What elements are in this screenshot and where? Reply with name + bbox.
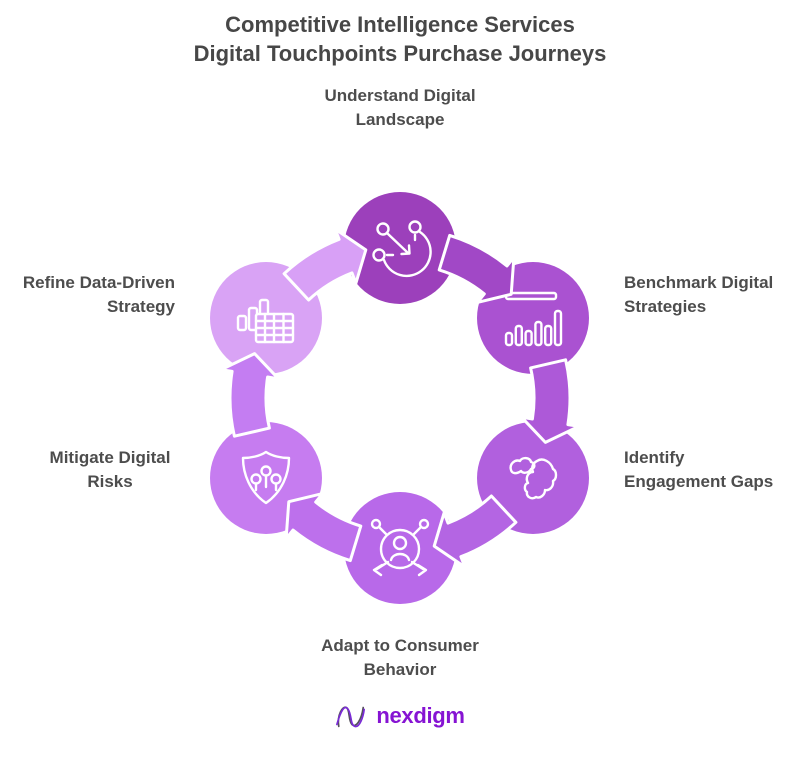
route-path-icon [372,220,432,278]
node-circle-identify [477,422,589,534]
arrow-adapt-to-mitigate [284,492,363,563]
label-mitigate-digital-risks: Mitigate Digital Risks [49,448,171,492]
arrow-refine-to-understand [282,227,368,302]
nexdigm-logo-icon [336,706,366,728]
title-line-2: Digital Touchpoints Purchase Journeys [193,41,607,67]
label-identify-engagement-gaps: Identify Engagement Gaps [624,448,774,492]
brand-footer: nexdigm [0,694,800,738]
arrow-mitigate-to-refine [219,352,280,438]
page-title: Competitive Intelligence Services Digita… [0,10,800,68]
consumer-network-icon [370,518,430,577]
label-refine-data-driven-strategy: Refine Data-Driven Strategy [22,273,175,317]
arrow-identify-to-adapt [432,494,518,569]
shield-pins-icon [241,450,291,505]
label-benchmark-digital-strategies: Benchmark Digital Strategies [624,273,774,317]
cycle-arrows [219,227,581,569]
label-understand-digital-landscape: Understand Digital Landscape [324,86,476,130]
arrow-benchmark-to-identify [520,358,581,444]
chart-table-icon [236,298,295,344]
node-circle-understand [344,192,456,304]
brand-name: nexdigm [376,703,465,728]
label-adapt-to-consumer-behavior: Adapt to Consumer Behavior [321,636,479,680]
node-circles [210,192,589,604]
title-line-1: Competitive Intelligence Services [225,12,575,37]
arrow-understand-to-benchmark [437,233,516,304]
globe-icon [509,456,558,500]
